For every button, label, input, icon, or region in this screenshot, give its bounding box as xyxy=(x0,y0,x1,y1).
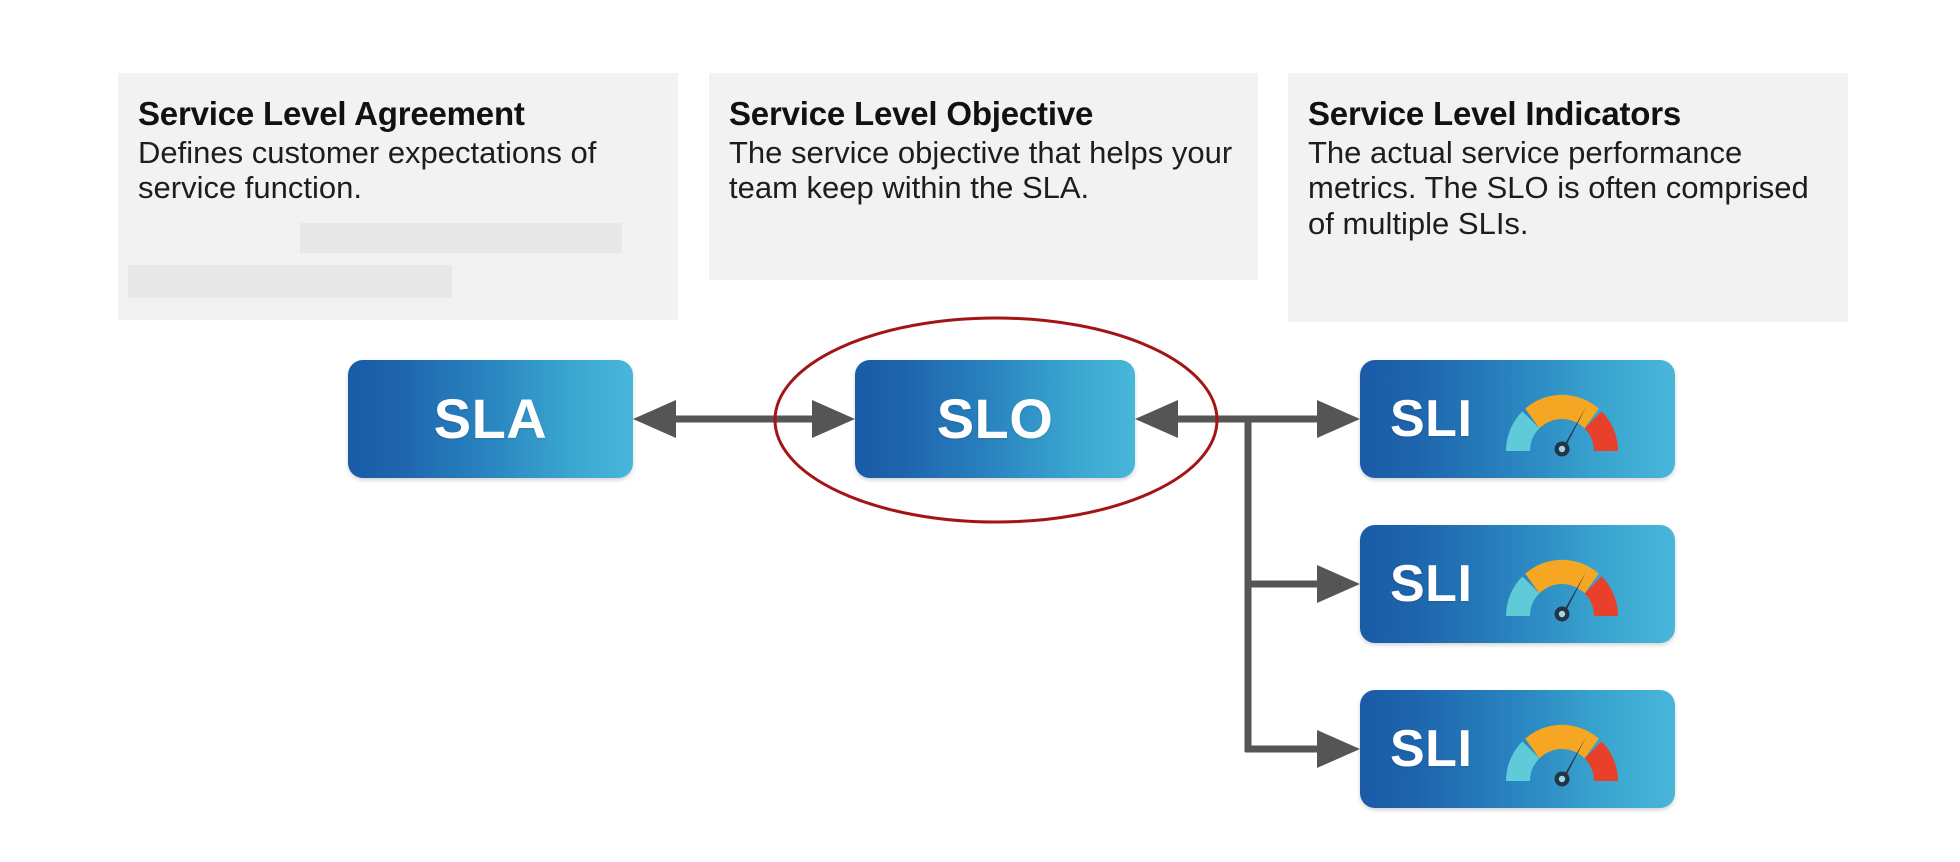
gauge-icon xyxy=(1506,394,1619,457)
definition-card-sla: Service Level Agreement Defines customer… xyxy=(118,73,678,320)
badge-label-sla: SLA xyxy=(433,387,548,450)
badge-sli-1[interactable]: SLI xyxy=(1360,360,1675,478)
arrowhead-sli-3 xyxy=(1317,730,1360,768)
card-body-slo: The service objective that helps your te… xyxy=(729,134,1233,206)
placeholder-bar-2 xyxy=(128,265,452,298)
definition-card-sli: Service Level Indicators The actual serv… xyxy=(1288,73,1848,322)
card-title-sli: Service Level Indicators xyxy=(1308,95,1682,132)
arrowhead-into-slo xyxy=(1135,400,1178,438)
gauge-icon xyxy=(1506,559,1619,622)
arrowhead-sli-1 xyxy=(1317,400,1360,438)
badge-label-sli-1: SLI xyxy=(1390,390,1473,448)
badge-sla[interactable]: SLA xyxy=(348,360,633,478)
card-title-slo: Service Level Objective xyxy=(729,95,1094,132)
placeholder-bar-1 xyxy=(300,223,622,253)
gauge-icon xyxy=(1506,724,1619,787)
arrowhead-to-slo xyxy=(812,400,855,438)
badge-label-sli-2: SLI xyxy=(1390,555,1473,613)
card-title-sla: Service Level Agreement xyxy=(138,95,525,132)
arrowhead-sli-2 xyxy=(1317,565,1360,603)
arrowhead-to-sla xyxy=(633,400,676,438)
definition-card-slo: Service Level Objective The service obje… xyxy=(709,73,1258,280)
badge-label-slo: SLO xyxy=(936,387,1054,450)
badge-sli-2[interactable]: SLI xyxy=(1360,525,1675,643)
badge-slo[interactable]: SLO xyxy=(855,360,1135,478)
card-body-sla: Defines customer expectations of service… xyxy=(138,134,597,206)
badge-sli-3[interactable]: SLI xyxy=(1360,690,1675,808)
card-body-sli: The actual service performance metrics. … xyxy=(1308,134,1809,241)
badge-label-sli-3: SLI xyxy=(1390,720,1473,778)
